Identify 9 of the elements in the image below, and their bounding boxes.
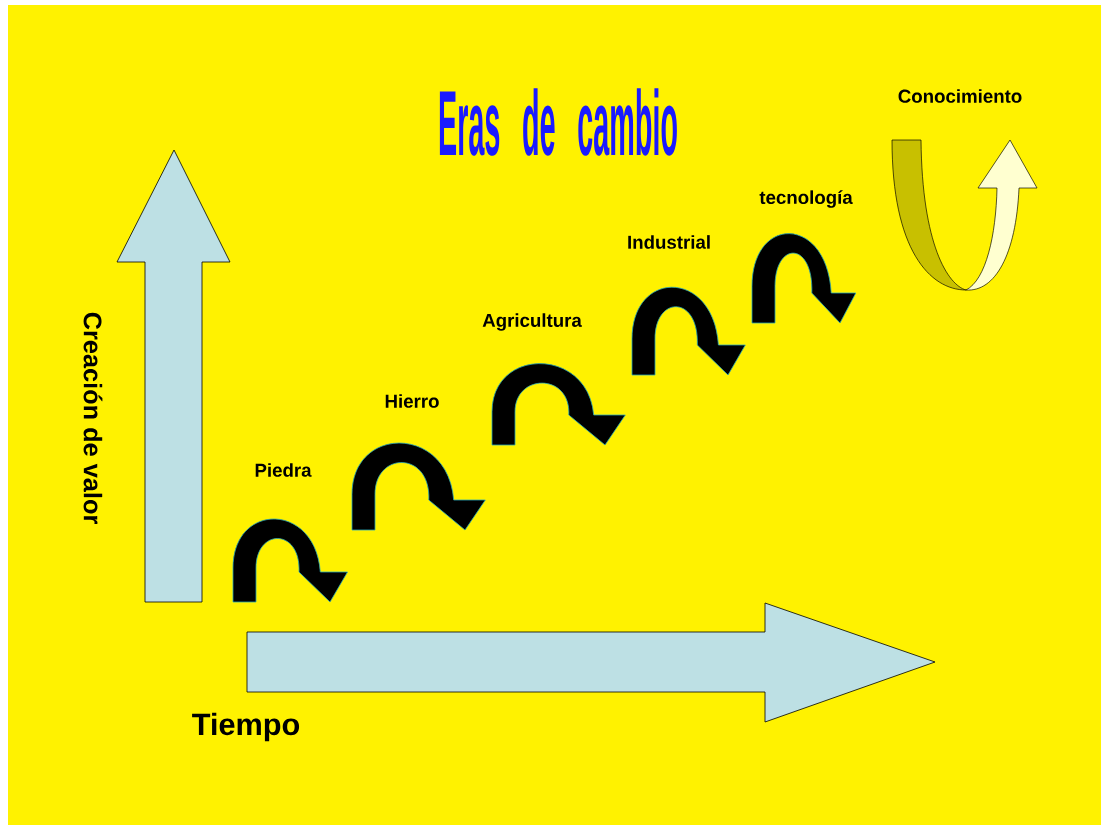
title: Eras de cambio bbox=[439, 88, 677, 156]
era-label: Tiempo bbox=[192, 712, 300, 742]
era-label: Creación de valor bbox=[83, 312, 103, 524]
era-label: Conocimiento bbox=[898, 89, 1022, 103]
era-label: Hierro bbox=[385, 394, 439, 408]
era-label: tecnología bbox=[759, 190, 853, 208]
era-label: Industrial bbox=[628, 235, 710, 249]
era-label: Agricultura bbox=[482, 313, 582, 331]
era-label: Piedra bbox=[255, 463, 312, 477]
